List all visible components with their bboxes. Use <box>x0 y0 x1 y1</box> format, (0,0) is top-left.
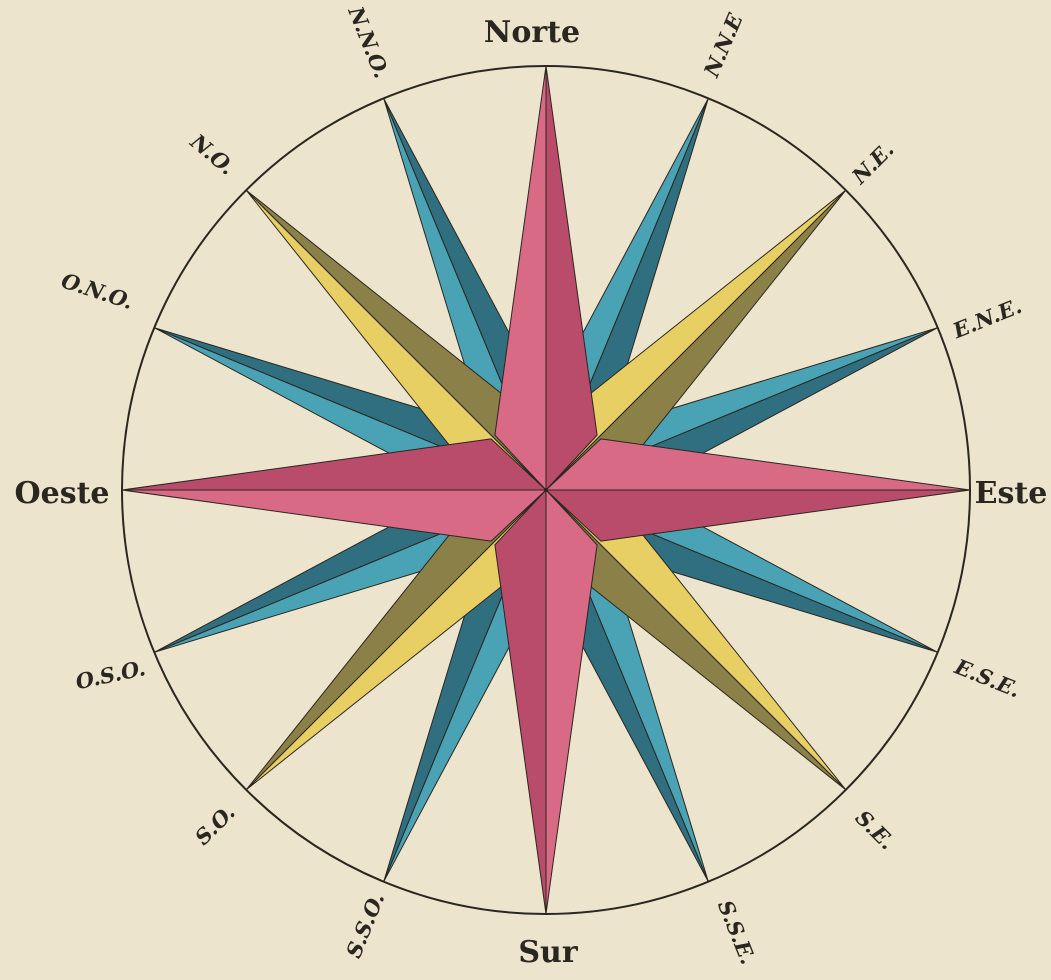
point-south-shade <box>495 490 546 914</box>
point-east-shade <box>546 490 970 541</box>
center-dot <box>544 488 548 492</box>
label-sse: S.S.E. <box>713 897 761 968</box>
point-north-shade <box>546 66 597 490</box>
label-south: Sur <box>518 935 578 970</box>
point-west-shade <box>122 439 546 490</box>
label-oso: O.S.O. <box>73 655 147 694</box>
label-se: S.E. <box>851 805 901 855</box>
point-north-light <box>495 66 546 490</box>
label-nno: N.N.O. <box>343 2 395 82</box>
label-sso: S.S.O. <box>341 889 390 961</box>
label-west: Oeste <box>14 476 109 511</box>
label-nne: N.N.E <box>698 9 748 82</box>
label-no: N.O. <box>185 128 240 180</box>
label-north: Norte <box>484 15 580 50</box>
label-ese: E.S.E. <box>951 653 1025 702</box>
label-ene: E.N.E. <box>948 293 1025 343</box>
point-east-light <box>546 439 970 490</box>
point-south-light <box>546 490 597 914</box>
label-east: Este <box>975 476 1048 511</box>
label-so: S.O. <box>190 800 240 850</box>
point-west-light <box>122 490 546 541</box>
label-ono: O.N.O. <box>58 268 136 315</box>
label-ne: N.E. <box>846 137 899 190</box>
